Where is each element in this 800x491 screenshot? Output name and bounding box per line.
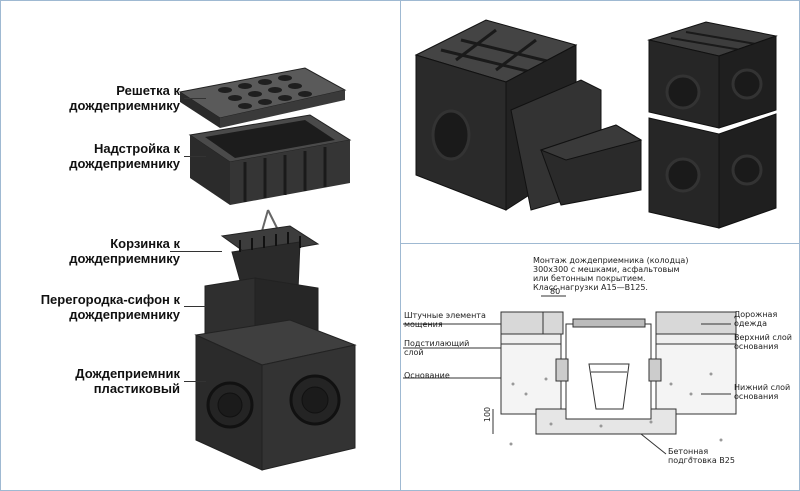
grate-part bbox=[178, 67, 347, 128]
grate-leader bbox=[184, 98, 206, 99]
label-road: Дорожная одежда bbox=[734, 310, 778, 328]
basket-leader bbox=[170, 251, 222, 252]
extension-label: Надстройка к дождеприемнику bbox=[69, 141, 180, 171]
vertical-divider bbox=[400, 0, 401, 491]
grate-label: Решетка к дождеприемнику bbox=[69, 83, 180, 113]
exploded-product-illustration bbox=[178, 67, 357, 471]
label-paving: Штучные элемента мощения bbox=[404, 311, 486, 329]
label-bedding: Подстилающий слой bbox=[404, 339, 470, 357]
pulled-out-basket bbox=[510, 79, 643, 211]
drawing-title: Монтаж дождеприемника (колодца) 300х300 … bbox=[533, 256, 689, 292]
label-base: Основание bbox=[404, 371, 450, 380]
extension-leader bbox=[184, 156, 206, 157]
siphon-leader bbox=[184, 306, 206, 307]
label-concrete: Бетонная подготовка В25 bbox=[668, 447, 735, 465]
receiver-part bbox=[194, 319, 357, 471]
dimension-side: 100 bbox=[483, 406, 493, 423]
extension-part bbox=[188, 114, 352, 205]
installation-cross-section bbox=[403, 295, 737, 460]
basket-label: Корзинка к дождеприемнику bbox=[69, 236, 180, 266]
horizontal-divider bbox=[400, 243, 800, 244]
paving-block-left bbox=[500, 311, 544, 335]
label-lower-base: Нижний слой основания bbox=[734, 383, 791, 401]
label-upper-base: Верхний слой основания bbox=[734, 333, 792, 351]
siphon-label: Перегородка-сифон к дождеприемнику bbox=[40, 292, 180, 322]
stacked-boxes bbox=[647, 21, 778, 229]
road-layer-right bbox=[655, 311, 737, 335]
dimension-top: 80 bbox=[550, 287, 561, 296]
receiver-leader bbox=[184, 381, 206, 382]
product-photo-illustration bbox=[414, 19, 778, 229]
receiver-label: Дождеприемник пластиковый bbox=[75, 366, 180, 396]
